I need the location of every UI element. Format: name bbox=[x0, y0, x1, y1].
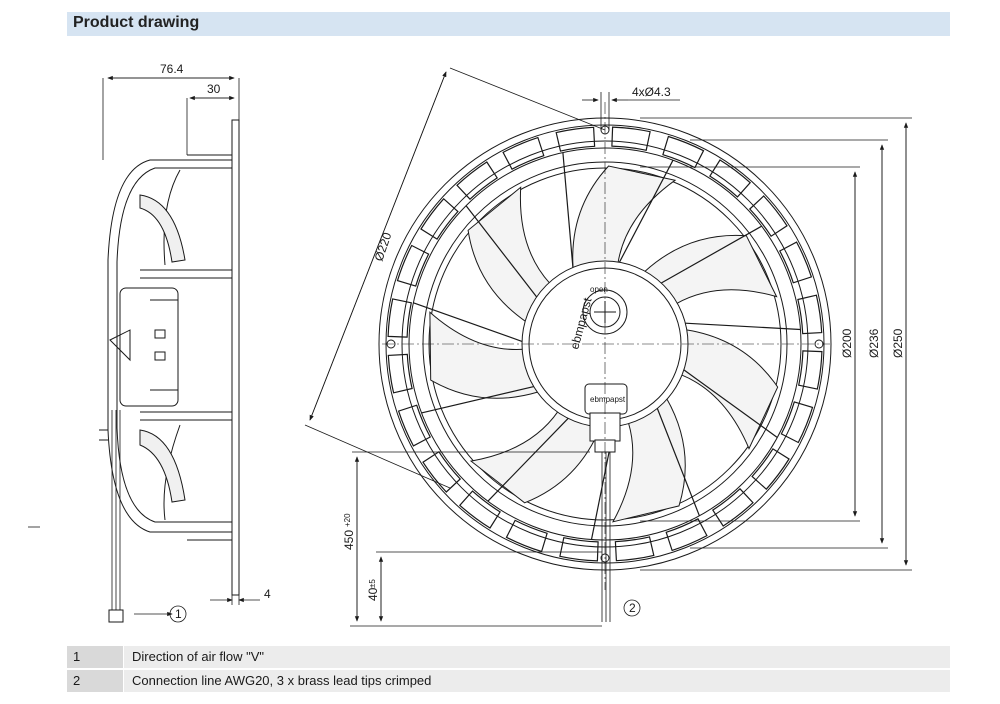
callout-connection: 2 bbox=[629, 601, 636, 615]
support-strut bbox=[618, 159, 674, 263]
frame-slot bbox=[611, 126, 651, 152]
dim-diameter-250: Ø250 bbox=[891, 328, 905, 358]
section-title: Product drawing bbox=[73, 14, 200, 31]
fan-blade bbox=[612, 397, 686, 523]
dim-diameter-200: Ø200 bbox=[840, 328, 854, 358]
frame-slot bbox=[387, 298, 413, 338]
legend-number: 2 bbox=[67, 670, 123, 692]
fan-blade bbox=[572, 165, 677, 269]
section-header: Product drawing bbox=[67, 12, 950, 36]
fan-blade bbox=[429, 311, 540, 399]
frame-slot bbox=[505, 519, 548, 553]
frame-slot bbox=[456, 161, 499, 201]
dim-diameter-236: Ø236 bbox=[867, 328, 881, 358]
support-strut bbox=[683, 369, 778, 438]
support-strut bbox=[661, 225, 762, 284]
frame-slot bbox=[662, 135, 705, 169]
frame-slot bbox=[709, 159, 752, 198]
frame-slot bbox=[397, 404, 432, 447]
callout-airflow: 1 bbox=[175, 607, 182, 621]
frame-slot bbox=[420, 197, 459, 240]
frame-slot bbox=[780, 401, 814, 444]
flange-plate bbox=[231, 119, 240, 596]
frame-slot bbox=[458, 490, 501, 529]
frame-slot bbox=[751, 448, 790, 491]
housing-outline bbox=[107, 159, 232, 533]
support-strut bbox=[487, 417, 569, 502]
dim-diagonal: Ø220 bbox=[372, 230, 395, 263]
frame-slot bbox=[711, 487, 754, 527]
support-strut bbox=[685, 322, 801, 331]
support-strut bbox=[413, 302, 523, 342]
fan-blade bbox=[680, 329, 779, 450]
dim-strip-tolerance: ±5 bbox=[368, 579, 377, 588]
motor-hub bbox=[119, 287, 179, 407]
legend-row: 1 Direction of air flow "V" bbox=[67, 646, 950, 668]
frame-slot bbox=[748, 195, 788, 238]
frame-slot bbox=[422, 450, 462, 493]
connector-brand: ebmpapst bbox=[590, 395, 626, 404]
dim-lead-length: 450 bbox=[342, 530, 356, 550]
frame-slot bbox=[555, 126, 596, 152]
dim-overall-depth: 76.4 bbox=[160, 62, 184, 76]
dim-mount-depth: 30 bbox=[207, 82, 221, 96]
dim-holes: 4xØ4.3 bbox=[632, 85, 671, 99]
support-strut bbox=[656, 408, 700, 517]
front-dimensions bbox=[304, 67, 912, 627]
frame-slot bbox=[559, 536, 599, 562]
legend-text: Direction of air flow "V" bbox=[124, 646, 950, 668]
legend-text: Connection line AWG20, 3 x brass lead ti… bbox=[124, 670, 950, 692]
support-strut bbox=[465, 205, 538, 298]
frame-slot bbox=[778, 241, 813, 284]
dim-flange-thickness: 4 bbox=[264, 587, 271, 601]
label-open: open bbox=[590, 285, 608, 294]
support-strut bbox=[421, 386, 534, 414]
legend-row: 2 Connection line AWG20, 3 x brass lead … bbox=[67, 670, 950, 692]
legend-number: 1 bbox=[67, 646, 123, 668]
frame-slot bbox=[387, 353, 413, 394]
dim-lead-tolerance: +20 bbox=[343, 513, 352, 527]
frame-slot bbox=[665, 517, 708, 552]
frame-slot bbox=[502, 136, 545, 171]
fan-blade bbox=[643, 234, 778, 305]
dim-strip-length: 40 bbox=[366, 587, 380, 601]
frame-slot bbox=[614, 536, 655, 562]
fan-blade bbox=[469, 410, 602, 504]
support-strut bbox=[562, 152, 574, 268]
frame-slot bbox=[797, 350, 823, 390]
side-view bbox=[99, 119, 240, 623]
frame-slot bbox=[396, 244, 430, 287]
frame-slot bbox=[797, 294, 823, 335]
front-view bbox=[378, 102, 832, 622]
side-dimensions bbox=[28, 75, 260, 623]
legend-table: 1 Direction of air flow "V" 2 Connection… bbox=[67, 646, 950, 694]
